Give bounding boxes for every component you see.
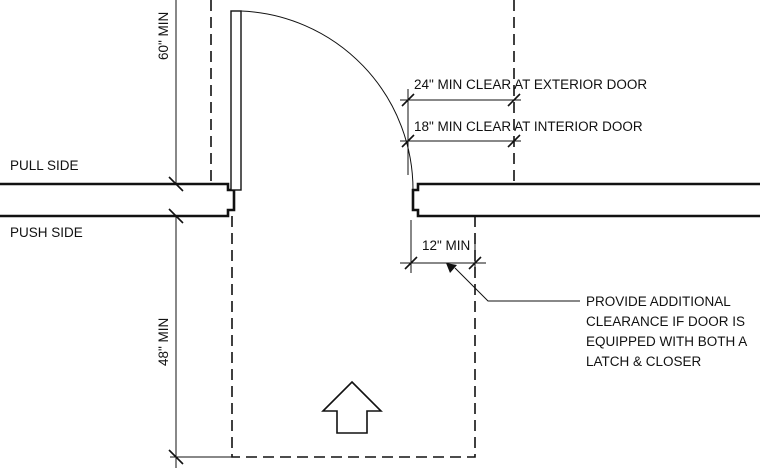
clearance-note: PROVIDE ADDITIONAL CLEARANCE IF DOOR IS … xyxy=(586,294,747,369)
dim-24-label: 24" MIN CLEAR AT EXTERIOR DOOR xyxy=(414,77,647,92)
note-leader xyxy=(454,267,580,302)
dim-12-label: 12" MIN xyxy=(422,238,470,253)
note-line-3: EQUIPPED WITH BOTH A xyxy=(586,334,747,349)
direction-arrow xyxy=(321,380,383,434)
dim-12-ticks xyxy=(404,256,482,270)
wall-left xyxy=(0,182,236,218)
push-side-label: PUSH SIDE xyxy=(10,225,83,240)
note-line-2: CLEARANCE IF DOOR IS xyxy=(586,314,745,329)
wall-right xyxy=(411,182,760,218)
dim-18-label: 18" MIN CLEAR AT INTERIOR DOOR xyxy=(414,119,643,134)
door-leaf xyxy=(230,10,242,191)
dim-18-ticks xyxy=(401,134,521,148)
dim-24-ticks xyxy=(401,93,521,107)
leader-arrowhead xyxy=(446,263,457,273)
dim-48-label: 48" MIN xyxy=(156,318,171,366)
door-swing-arc xyxy=(240,10,414,191)
note-line-4: LATCH & CLOSER xyxy=(586,354,702,369)
note-line-1: PROVIDE ADDITIONAL xyxy=(586,294,731,309)
push-clearance-dashed xyxy=(231,216,476,458)
dim-60-label: 60" MIN xyxy=(156,12,171,60)
pull-side-label: PULL SIDE xyxy=(10,158,79,173)
dim-ticks-left xyxy=(168,176,184,465)
